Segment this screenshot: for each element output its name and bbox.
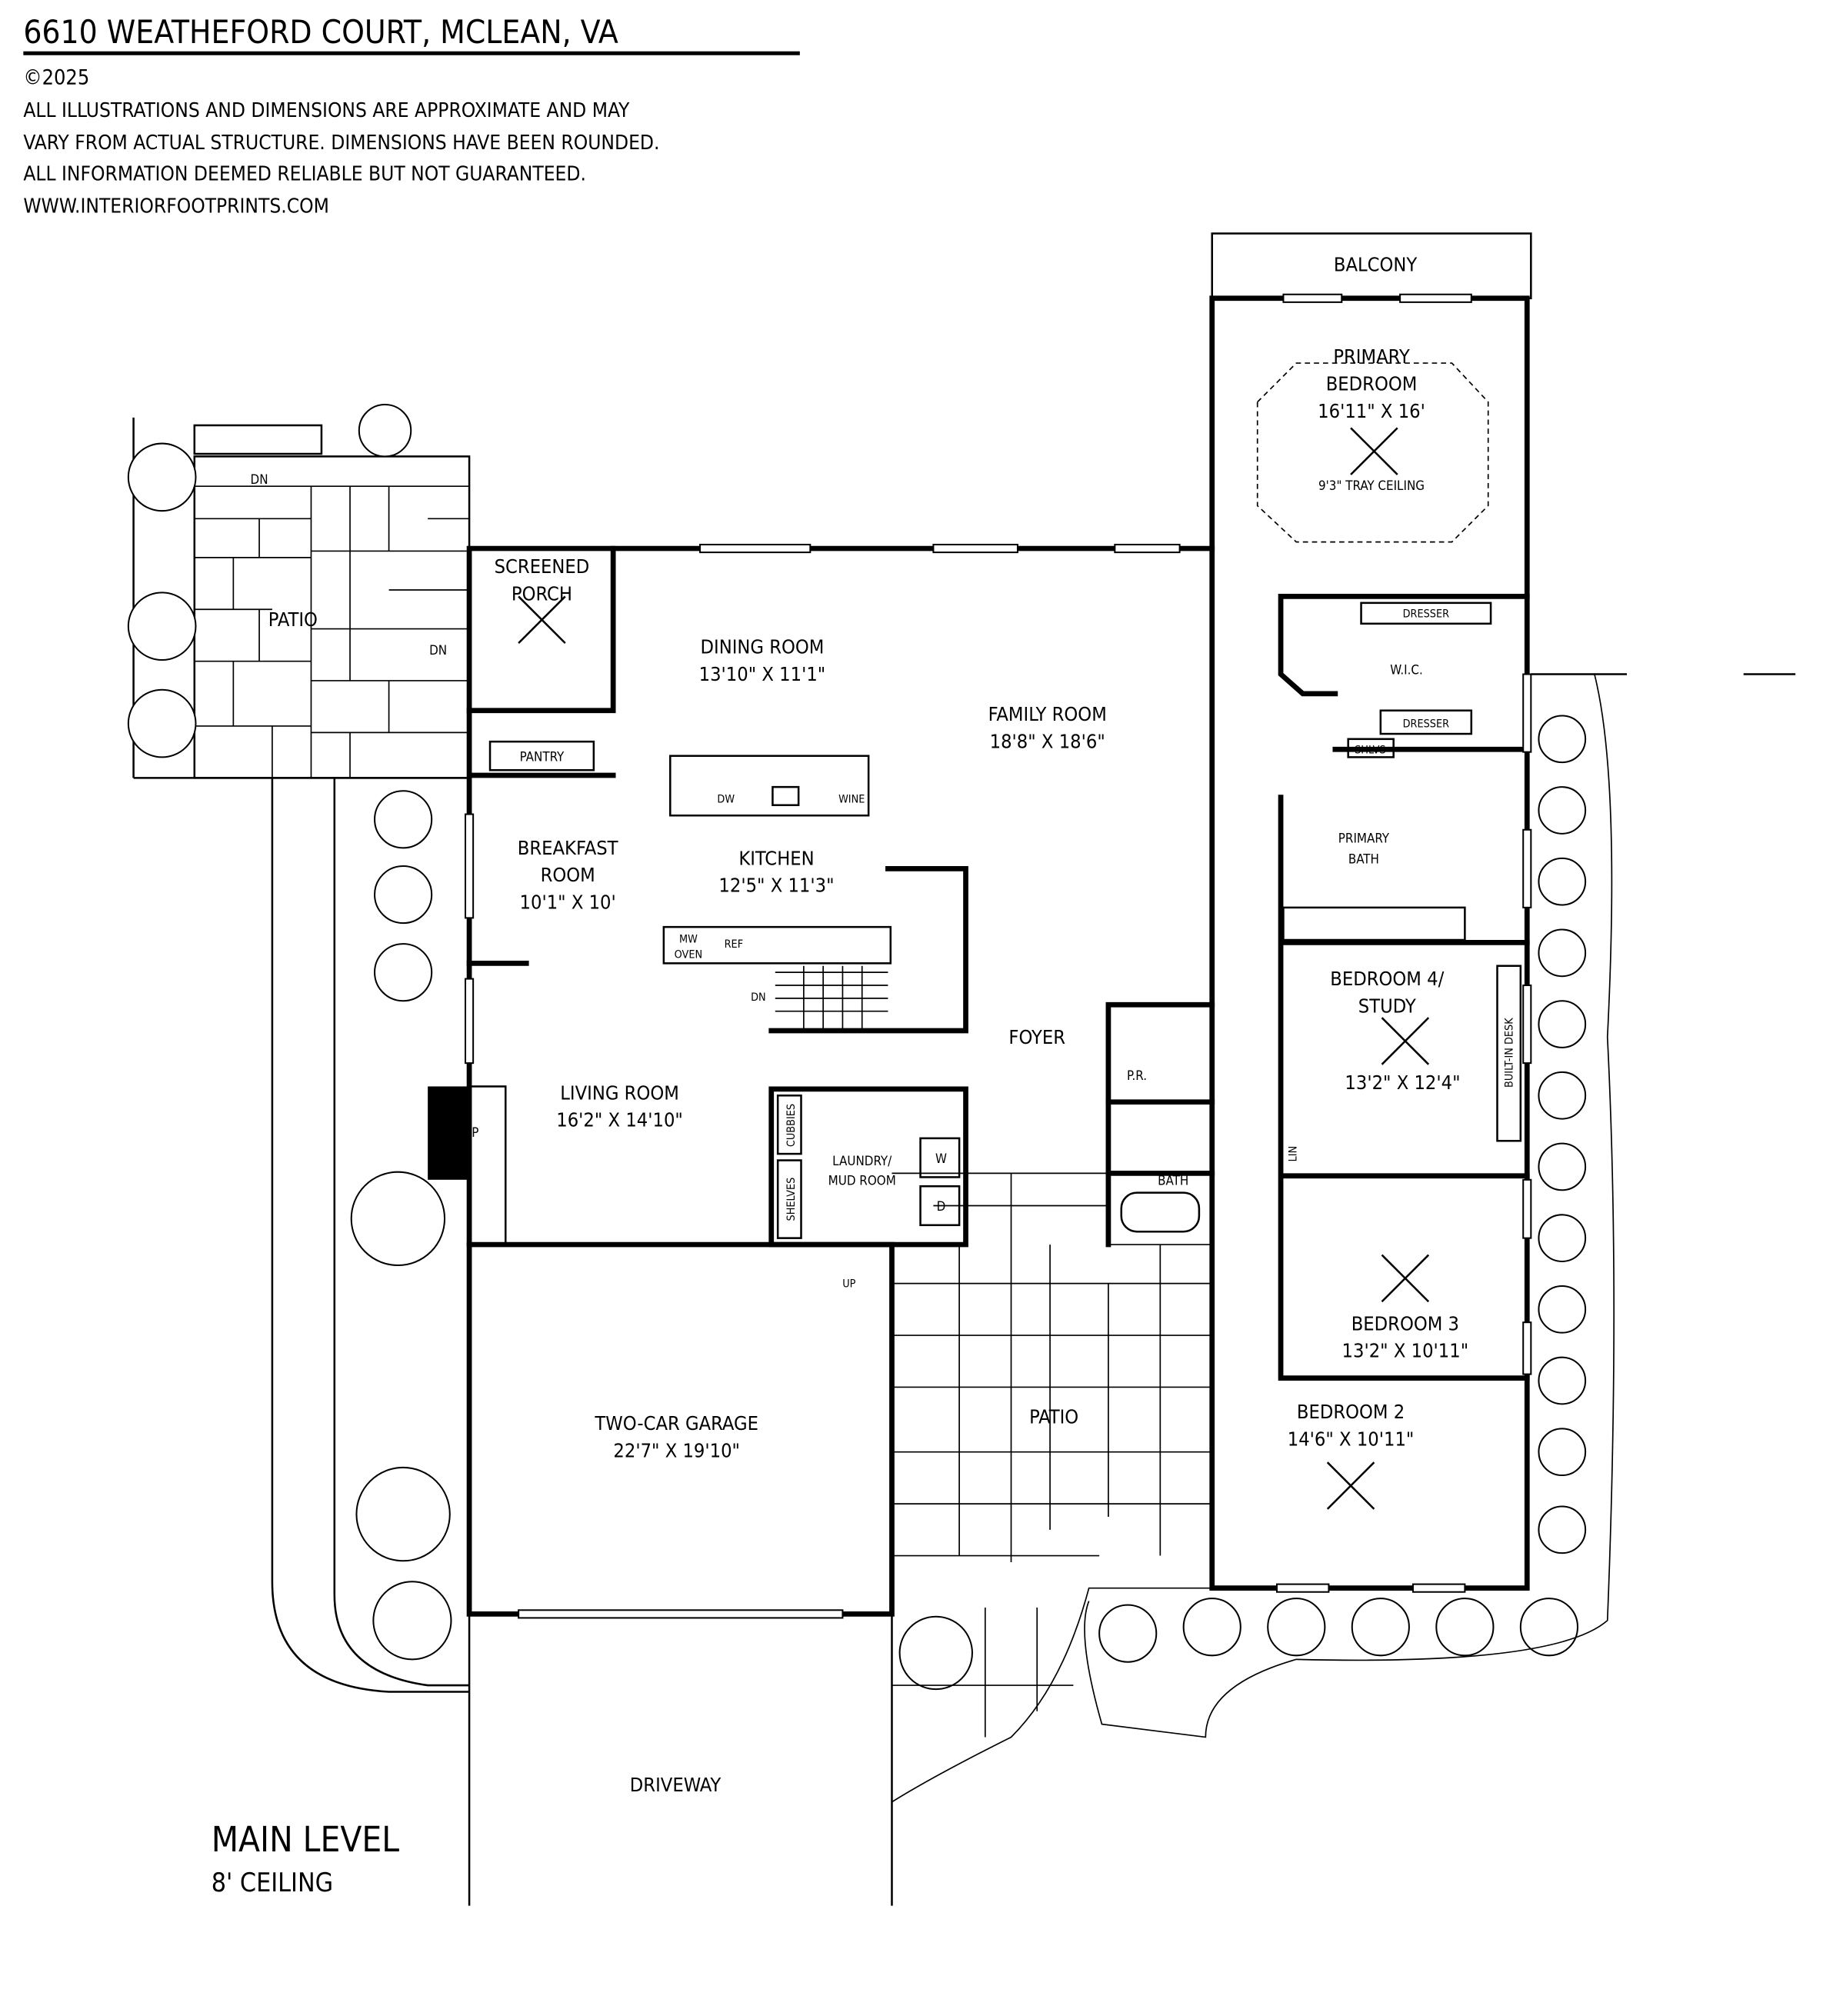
room-label: SCREENED — [495, 555, 590, 578]
room-label: FOYER — [1008, 1026, 1065, 1048]
shelves-box — [1347, 738, 1395, 758]
pantry-label: PANTRY — [520, 748, 565, 764]
patio-left-label: PATIO — [268, 608, 318, 631]
room-dims: 13'2" X 10'11" — [1342, 1340, 1469, 1362]
dn-label: DN — [251, 472, 268, 487]
dw-label: DW — [717, 793, 735, 805]
property-title: 6610 WEATHEFORD COURT, MCLEAN, VA — [23, 13, 618, 51]
walkway — [271, 778, 470, 1693]
fireplace — [428, 1086, 470, 1180]
website: WWW.INTERIORFOOTPRINTS.COM — [23, 195, 329, 218]
ref-label: REF — [725, 938, 743, 951]
dryer-label: D — [937, 1198, 946, 1214]
shelves-box — [776, 1159, 802, 1239]
walkway-inner — [333, 778, 470, 1687]
room-label: PORCH — [512, 582, 572, 605]
room-label: BATH — [1348, 851, 1379, 867]
room-label: STUDY — [1358, 995, 1416, 1017]
shelves-label: SHLVS — [1355, 744, 1385, 756]
front-patio — [892, 1172, 1213, 1803]
room-label: BEDROOM 3 — [1351, 1312, 1459, 1335]
washer — [919, 1137, 961, 1178]
cubbies-box — [776, 1094, 802, 1155]
disclaimer-line: VARY FROM ACTUAL STRUCTURE. DIMENSIONS H… — [23, 132, 659, 155]
room-dims: 22'7" X 19'10" — [613, 1439, 740, 1461]
shelves-label: SHELVES — [785, 1178, 798, 1221]
room-label: LAUNDRY/ — [832, 1153, 892, 1168]
dryer — [919, 1185, 961, 1227]
copyright: ©2025 — [23, 66, 89, 90]
dresser — [1379, 709, 1473, 735]
fp-label: FP — [465, 1125, 479, 1140]
hearth — [468, 1085, 507, 1246]
room-dims: 13'2" X 12'4" — [1345, 1071, 1460, 1094]
up-label: UP — [842, 1278, 855, 1291]
windows — [465, 293, 1532, 1619]
tray-ceiling-outline — [1256, 362, 1489, 543]
disclaimer-line: ALL INFORMATION DEEMED RELIABLE BUT NOT … — [23, 162, 586, 185]
room-label: PRIMARY — [1333, 345, 1410, 368]
room-label: KITCHEN — [738, 847, 814, 869]
room-label: DINING ROOM — [700, 636, 824, 658]
sink-icon — [772, 785, 800, 807]
disclaimer-line: ALL ILLUSTRATIONS AND DIMENSIONS ARE APP… — [23, 99, 630, 122]
room-label: PRIMARY — [1338, 831, 1390, 846]
dresser-label: DRESSER — [1403, 608, 1449, 620]
lin-label: LIN — [1287, 1146, 1299, 1162]
garden-bed-border — [1084, 674, 1615, 1738]
room-dims: 13'10" X 11'1" — [699, 663, 826, 685]
room-label: LIVING ROOM — [560, 1081, 679, 1104]
room-label: BATH — [1158, 1173, 1188, 1188]
room-label: W.I.C. — [1390, 662, 1423, 678]
pantry-box — [488, 740, 595, 771]
stairs — [775, 965, 888, 1031]
room-label: BREAKFAST — [518, 837, 618, 859]
bathtub — [1120, 1191, 1201, 1233]
level-ceiling: 8' CEILING — [212, 1868, 333, 1898]
room-label: BEDROOM 2 — [1297, 1401, 1405, 1423]
cubbies-label: CUBBIES — [785, 1104, 798, 1147]
room-dims: 14'6" X 10'11" — [1288, 1428, 1415, 1450]
driveway-edges — [468, 1614, 893, 1906]
room-label: BEDROOM — [1326, 372, 1418, 395]
room-dims: 18'8" X 18'6" — [990, 731, 1105, 753]
kitchen-counter — [662, 925, 892, 965]
room-label: ROOM — [541, 864, 595, 886]
room-label: TWO-CAR GARAGE — [594, 1412, 758, 1435]
patio-front-label: PATIO — [1029, 1406, 1078, 1428]
dresser — [1360, 601, 1492, 625]
kitchen-island — [669, 755, 870, 817]
dn-label: DN — [429, 642, 447, 658]
balcony-label: BALCONY — [1334, 253, 1418, 275]
dresser-label: DRESSER — [1403, 718, 1449, 731]
room-label: FAMILY ROOM — [988, 703, 1107, 725]
room-dims: 12'5" X 11'3" — [718, 875, 834, 897]
wine-label: WINE — [838, 793, 865, 805]
mw-label: MW — [679, 933, 698, 945]
room-note: 9'3" TRAY CEILING — [1318, 478, 1425, 493]
room-label: P.R. — [1127, 1068, 1147, 1083]
vanity — [1282, 906, 1466, 941]
level-title: MAIN LEVEL — [212, 1819, 400, 1860]
room-label: MUD ROOM — [828, 1173, 896, 1188]
room-dims: 10'1" X 10' — [520, 891, 616, 914]
driveway-label: DRIVEWAY — [630, 1774, 722, 1796]
room-dims: 16'2" X 14'10" — [556, 1109, 683, 1131]
built-in-desk — [1496, 965, 1522, 1142]
ceiling-fan-icon — [518, 427, 1430, 1510]
oven-label: OVEN — [675, 949, 702, 961]
washer-label: W — [935, 1151, 947, 1166]
built-in-desk-label: BUILT-IN DESK — [1504, 1018, 1516, 1088]
dn-label: DN — [751, 991, 766, 1004]
room-dims: 16'11" X 16' — [1318, 400, 1425, 422]
room-label: BEDROOM 4/ — [1330, 968, 1444, 990]
